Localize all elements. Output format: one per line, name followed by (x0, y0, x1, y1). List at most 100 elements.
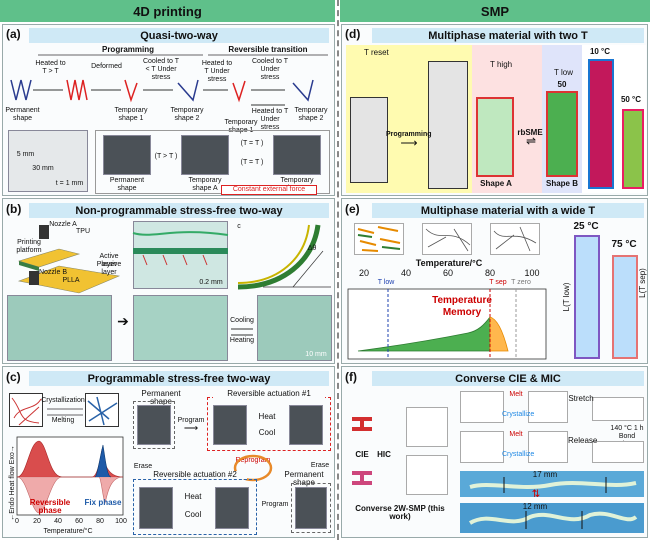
shape-a (476, 97, 514, 177)
label-printing-platform: Printing platform (16, 239, 42, 254)
delta-theta-label: Δθ (307, 245, 317, 252)
erase-label-2: Erase (310, 462, 330, 469)
cool-label-2: Cool (184, 510, 202, 519)
label-tpu: TPU (76, 228, 90, 235)
shape-label-3: Temporary shape 2 (170, 107, 204, 122)
program-label-2: Program (261, 501, 289, 508)
dim-thickness: t = 1 mm (55, 180, 84, 187)
figure-photo-6 (295, 487, 327, 529)
permanent-box (133, 401, 175, 449)
photo-label-2: Temporary shape A (188, 177, 222, 192)
t-sep-e: T sep (489, 279, 507, 286)
cie-label: CIE (355, 450, 369, 459)
t-high-label: T high (490, 60, 513, 69)
photo-temp-b (273, 135, 321, 175)
fix-phase-label: Fix phase (84, 498, 122, 507)
strip-75c (612, 255, 638, 359)
l-tsep-label: L(T sep) (638, 268, 647, 298)
panel-f-tag: (f) (345, 370, 357, 384)
t50-label: 50 (557, 80, 567, 89)
network-f-2 (406, 455, 448, 495)
arrow-programming: ⟶ (400, 136, 418, 150)
panel-f-title: Converse CIE & MIC (372, 371, 644, 386)
dim-30mm: 30 mm (32, 165, 54, 172)
big-arrow-1: ➔ (117, 313, 129, 329)
photo-permanent (103, 135, 151, 175)
l-tlow-label: L(T low) (562, 282, 571, 312)
c75-label: 75 °C (611, 239, 637, 250)
c50-label: 50 °C (620, 95, 642, 104)
label-nozzle-a: Nozzle A (49, 221, 77, 228)
step-2: Deformed (91, 63, 122, 70)
rbsme-arrows: ⇌ (525, 134, 537, 148)
header-left-label: 4D printing (133, 3, 202, 19)
programming-label-d: Programming (386, 131, 432, 138)
shape-b (546, 91, 578, 177)
cool-heat-arrows (231, 328, 253, 336)
c25-label: 25 °C (573, 221, 599, 232)
programming-label: Programming (101, 45, 154, 54)
crystallize-label-2: Crystallize (502, 451, 535, 458)
figure-photo-2 (213, 405, 247, 445)
heat-label-2: Heat (184, 492, 202, 501)
photo-label-1: Permanent shape (109, 177, 145, 192)
panel-d-title: Multiphase material with two T (372, 28, 644, 43)
length-12mm: 12 mm (522, 502, 548, 511)
column-divider (337, 0, 339, 540)
strip-wave-1 (469, 477, 637, 493)
figure-photo-4 (139, 487, 173, 529)
micrograph-scale: 0.2 mm (199, 279, 223, 286)
label-passive-layer: Passive layer (96, 261, 122, 276)
shape-label-1: Permanent shape (5, 107, 40, 122)
panel-d-title-text: Multiphase material with two T (428, 29, 588, 42)
panel-c: (c) Programmable stress-free two-way Cry… (2, 366, 335, 538)
panel-b-tag: (b) (6, 202, 22, 216)
reprogram-label: Reprogram (235, 457, 271, 464)
release-label: Release (568, 436, 598, 445)
crystallization-label: Crystallization (41, 397, 85, 404)
photo-box (95, 130, 330, 194)
t-low-e: T low (377, 279, 395, 286)
step-4: Heated to T Under stress (201, 60, 233, 83)
reversible-label: Reversible transition (228, 45, 308, 54)
dsc-e-plot (347, 288, 547, 360)
melt-label-2: Melt (509, 431, 523, 438)
network-f-3 (460, 391, 504, 423)
panel-a-title: Quasi-two-way (29, 28, 329, 43)
network-e-lines (357, 226, 537, 252)
panel-e: (e) Multiphase material with a wide T Te… (341, 198, 648, 364)
specimen-photo (8, 130, 88, 192)
figure-photo-5 (215, 487, 249, 529)
label-nozzle-b: Nozzle B (38, 269, 67, 276)
panel-a-tag: (a) (6, 27, 21, 41)
panel-a-arrows (10, 54, 328, 106)
network-square-1 (9, 393, 43, 427)
step-5: Cooled to T Under stress (251, 58, 289, 81)
cond-1: (T > T ) (154, 153, 178, 160)
photo-temp-a (181, 135, 229, 175)
memory-label-2: Memory (442, 307, 482, 318)
ra1-label: Reversible actuation #1 (213, 390, 325, 398)
panel-d: (d) Multiphase material with two T T res… (341, 24, 648, 196)
cooling-label: Cooling (230, 317, 254, 324)
network-e-2 (422, 223, 472, 255)
melting-label: Melting (51, 417, 75, 424)
network-square-2 (85, 393, 119, 427)
dsc-xtick-4: 80 (96, 518, 104, 525)
panel-c-tag: (c) (6, 370, 21, 384)
t-zero-e: T zero (511, 279, 531, 286)
micrograph-lines (132, 231, 229, 266)
panel-f: (f) Converse CIE & MIC CIE HIC Converse … (341, 366, 648, 538)
hic-label: HIC (377, 450, 391, 459)
cond-3: (T = T ) (240, 159, 264, 166)
flower-scale: 10 mm (305, 351, 327, 358)
panel-a: (a) Quasi-two-way Programming Reversible… (2, 24, 335, 196)
step-6: Heated to T Under stress (251, 108, 289, 131)
printing-schematic (17, 225, 121, 294)
t-reset-label: T reset (364, 48, 389, 57)
t-low-label: T low (554, 68, 573, 77)
panel-e-title: Multiphase material with a wide T (372, 203, 644, 218)
dsc-xtick-5: 100 (115, 518, 127, 525)
dsc-plot (16, 436, 124, 516)
panel-b-title-text: Non-programmable stress-free two-way (75, 204, 283, 217)
